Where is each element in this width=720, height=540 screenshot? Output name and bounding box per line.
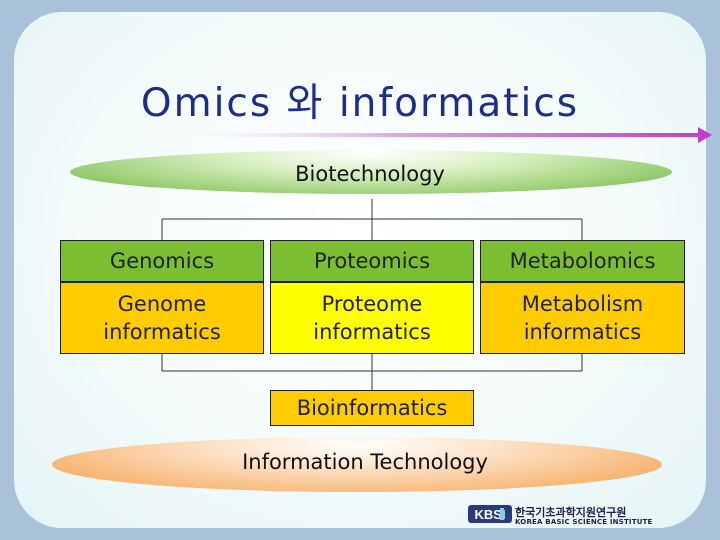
proteome-informatics-line2: informatics [313,320,431,344]
slide-title: Omics 와 informatics [140,81,580,126]
institute-name-korean: 한국기초과학지원연구원 [515,506,627,519]
genome-informatics-line1: Genome [117,292,207,316]
genome-informatics-line2: informatics [103,320,221,344]
biotechnology-band [70,150,672,194]
proteomics-box: Proteomics [270,240,474,282]
metabolism-informatics-line1: Metabolism [521,292,644,316]
biotechnology-label: Biotechnology [295,162,445,186]
proteome-informatics-line1: Proteome [321,292,423,316]
logo-mark: KBSI [474,507,505,522]
information-technology-label: Information Technology [242,450,488,474]
metabolomics-box: Metabolomics [480,240,685,282]
metabolism-informatics-line2: informatics [523,320,642,344]
information-technology-band [52,437,662,492]
kbsi-logo-icon: KBSI [468,505,512,523]
bioinformatics-box: Bioinformatics [270,390,474,426]
arrow-right-icon [150,127,712,143]
institute-name-english: KOREA BASIC SCIENCE INSTITUTE [515,518,653,526]
metabolism-informatics-box: Metabolism informatics [480,282,685,354]
proteome-informatics-box: Proteome informatics [270,282,474,354]
genomics-box: Genomics [60,240,264,282]
genome-informatics-box: Genome informatics [60,282,264,354]
